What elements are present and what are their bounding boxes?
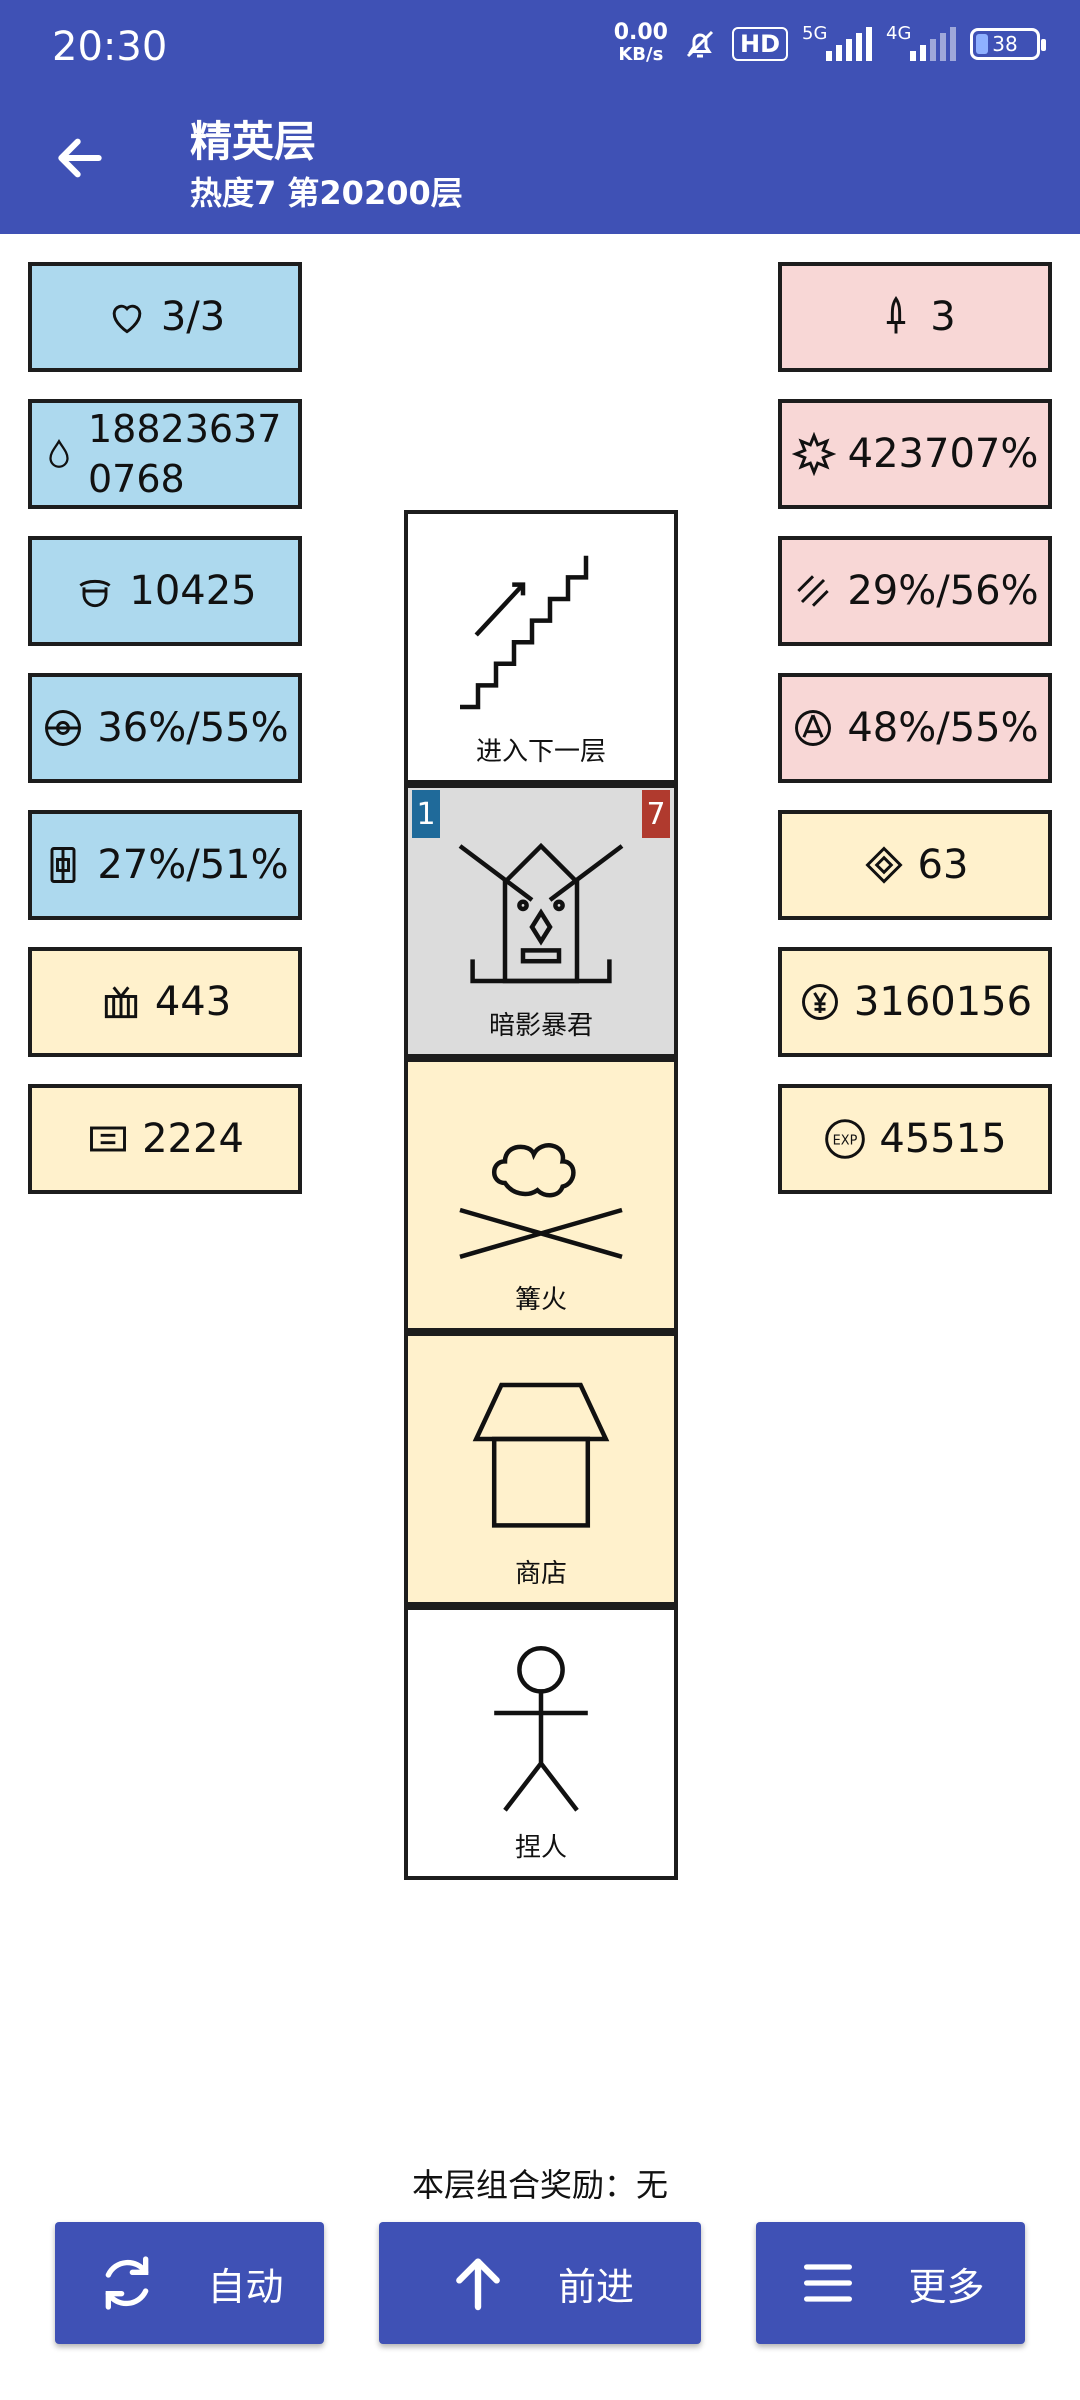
tower-cell-create-character[interactable]: 捏人 bbox=[404, 1606, 678, 1880]
stat-block[interactable]: 36%/55% bbox=[28, 673, 302, 783]
stat-gold[interactable]: 3160156 bbox=[778, 947, 1052, 1057]
forward-button[interactable]: 前进 bbox=[379, 2222, 701, 2344]
stairs-icon bbox=[460, 555, 589, 710]
menu-icon bbox=[804, 2264, 853, 2302]
heart-icon bbox=[112, 304, 142, 334]
auto-button[interactable]: 自动 bbox=[55, 2222, 324, 2344]
stat-gems[interactable]: 63 bbox=[778, 810, 1052, 920]
drop-icon bbox=[49, 439, 69, 468]
svg-text:EXP: EXP bbox=[833, 1134, 858, 1149]
shop-icon bbox=[472, 1382, 610, 1528]
stat-armor[interactable]: 27%/51% bbox=[28, 810, 302, 920]
stat-cards[interactable]: 2224 bbox=[28, 1084, 302, 1194]
campfire-icon bbox=[459, 1143, 623, 1259]
tower-cell-boss[interactable]: 1 7 暗影暴君 bbox=[404, 784, 678, 1058]
card-icon bbox=[90, 1126, 127, 1152]
status-icons: 0.00 KB/s HD 5G 4G 38 bbox=[613, 20, 1046, 66]
arrow-up-icon bbox=[456, 2258, 500, 2311]
yen-coin-icon bbox=[801, 984, 838, 1020]
signal-4g-icon: 4G bbox=[886, 23, 956, 61]
battery-icon: 38 bbox=[970, 28, 1046, 60]
stat-boxes[interactable]: 443 bbox=[28, 947, 302, 1057]
tyrant-icon bbox=[458, 842, 624, 984]
stat-exp[interactable]: EXP 45515 bbox=[778, 1084, 1052, 1194]
stat-crit-rate[interactable]: 29%/56% bbox=[778, 536, 1052, 646]
page-subtitle: 热度7 第20200层 bbox=[190, 174, 463, 212]
floor-bonus-text: 本层组合奖励：无 bbox=[411, 2166, 668, 2204]
more-button[interactable]: 更多 bbox=[756, 2222, 1025, 2344]
page-title: 精英层 bbox=[190, 117, 317, 166]
stat-mana[interactable]: 188236370768 bbox=[28, 399, 302, 509]
back-arrow-icon[interactable] bbox=[52, 130, 108, 186]
tower-cell-shop[interactable]: 商店 bbox=[404, 1332, 678, 1606]
tower-cell-next-floor[interactable]: 进入下一层 bbox=[404, 510, 678, 784]
burst-icon bbox=[791, 432, 836, 476]
helmet-icon bbox=[79, 579, 111, 608]
tower-cell-campfire[interactable]: 篝火 bbox=[404, 1058, 678, 1332]
status-time: 20:30 bbox=[52, 24, 168, 70]
app-bar: 20:30 0.00 KB/s HD 5G 4G 38 精英层 热度7 第202… bbox=[0, 0, 1080, 234]
slash-icon bbox=[797, 575, 830, 607]
difficulty-badge: 7 bbox=[642, 790, 670, 838]
target-icon bbox=[795, 710, 832, 746]
shield-circle-icon bbox=[45, 710, 82, 746]
exp-icon: EXP bbox=[825, 1119, 866, 1159]
refresh-icon bbox=[106, 2256, 149, 2310]
stat-attack[interactable]: 3 bbox=[778, 262, 1052, 372]
stat-accuracy[interactable]: 48%/55% bbox=[778, 673, 1052, 783]
person-icon bbox=[494, 1645, 588, 1812]
hd-badge: HD bbox=[731, 27, 788, 61]
stat-defense[interactable]: 10425 bbox=[28, 536, 302, 646]
gift-box-icon bbox=[104, 986, 137, 1019]
stat-crit-damage[interactable]: 423707% bbox=[778, 399, 1052, 509]
stat-health[interactable]: 3/3 bbox=[28, 262, 302, 372]
net-speed: 0.00 KB/s bbox=[613, 20, 668, 66]
sword-icon bbox=[887, 296, 906, 334]
signal-5g-icon: 5G bbox=[802, 23, 872, 61]
level-badge: 1 bbox=[412, 790, 440, 838]
bell-off-icon bbox=[686, 30, 714, 58]
armor-icon bbox=[50, 847, 76, 883]
diamond-icon bbox=[864, 846, 903, 884]
